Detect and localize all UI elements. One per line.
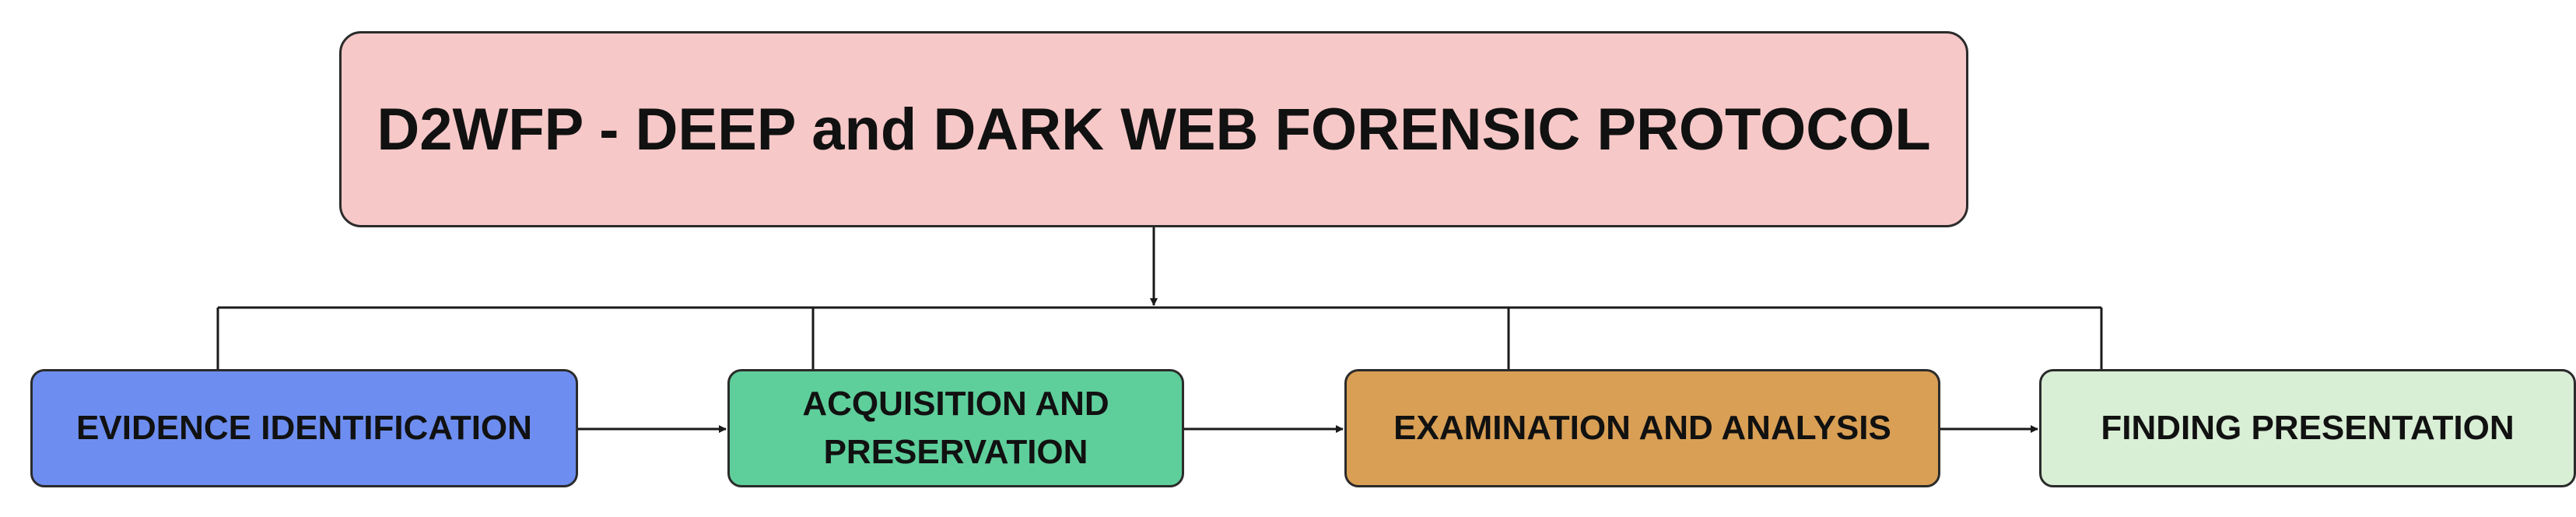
protocol-title-box: D2WFP - DEEP and DARK WEB FORENSIC PROTO… <box>339 31 1968 227</box>
step-finding-presentation: FINDING PRESENTATION <box>2039 369 2576 487</box>
step-label: EXAMINATION AND ANALYSIS <box>1393 409 1891 448</box>
step-evidence-identification: EVIDENCE IDENTIFICATION <box>30 369 578 487</box>
step-acquisition-and-preservation: ACQUISITION AND PRESERVATION <box>727 369 1184 487</box>
step-label: FINDING PRESENTATION <box>2101 409 2515 448</box>
protocol-title: D2WFP - DEEP and DARK WEB FORENSIC PROTO… <box>377 96 1931 163</box>
step-examination-and-analysis: EXAMINATION AND ANALYSIS <box>1344 369 1940 487</box>
step-label: ACQUISITION AND PRESERVATION <box>802 385 1109 471</box>
step-label: EVIDENCE IDENTIFICATION <box>76 409 532 448</box>
